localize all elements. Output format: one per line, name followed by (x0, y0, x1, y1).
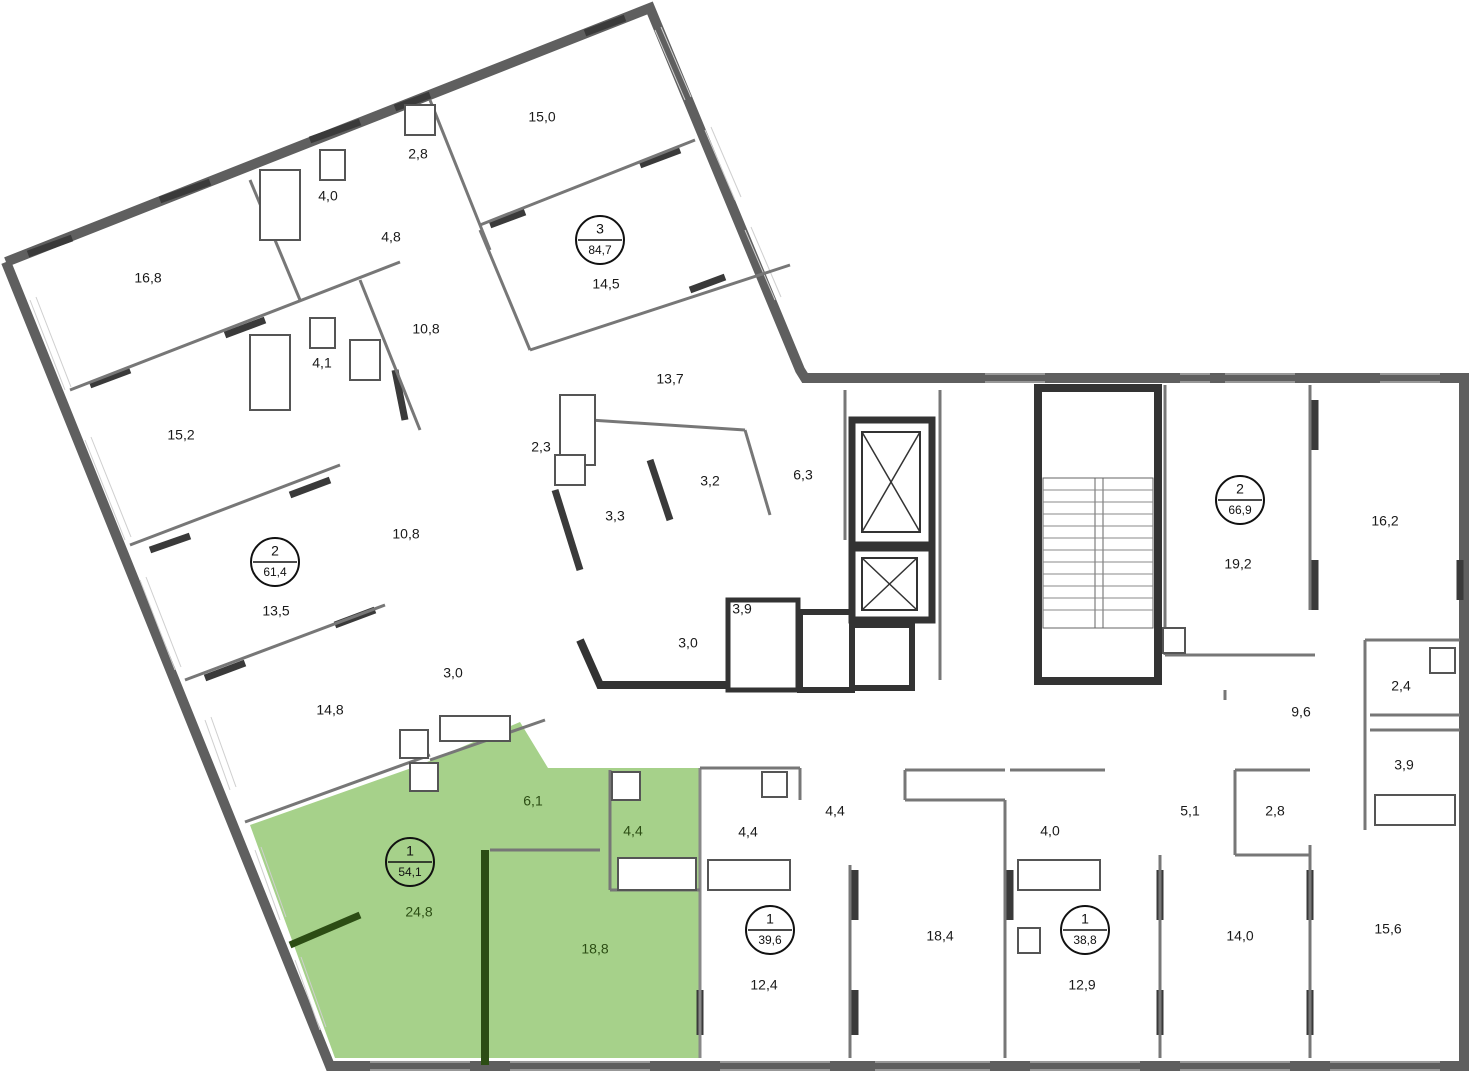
room-area-label: 12,9 (1068, 977, 1095, 993)
room-area-label: 15,2 (167, 427, 194, 443)
apartment-room-count: 3 (596, 221, 604, 237)
bathroom-fixtures (249, 104, 1456, 954)
apartment-room-count: 1 (1081, 911, 1089, 927)
room-area-label: 2,3 (531, 439, 551, 455)
building-core (576, 384, 1162, 693)
room-area-label: 14,0 (1226, 928, 1253, 944)
room-area-label: 10,8 (412, 321, 439, 337)
room-area-label: 3,0 (443, 665, 463, 681)
interior-walls (69, 99, 1460, 1058)
room-area-label: 3,9 (732, 601, 752, 617)
room-area-label: 13,5 (262, 603, 289, 619)
apartment-marker-apt-1-54[interactable]: 154,1 (385, 837, 435, 887)
room-area-label: 10,8 (392, 526, 419, 542)
room-area-label: 4,1 (312, 355, 332, 371)
apartment-total-area: 84,7 (588, 243, 612, 257)
wall-accents (26, 14, 1464, 1065)
apartment-total-area: 61,4 (263, 565, 287, 579)
apartment-marker-apt-2-61[interactable]: 261,4 (250, 537, 300, 587)
room-area-label: 14,5 (592, 276, 619, 292)
room-area-label: 3,0 (678, 635, 698, 651)
room-area-label: 3,9 (1394, 757, 1414, 773)
selected-apartment-fill[interactable] (250, 722, 700, 1058)
room-area-label: 3,2 (700, 473, 720, 489)
room-area-label: 2,8 (408, 146, 428, 162)
room-area-label: 15,6 (1374, 921, 1401, 937)
room-area-label: 18,8 (581, 941, 608, 957)
apartment-marker-apt-1-38[interactable]: 138,8 (1060, 905, 1110, 955)
room-area-label: 13,7 (656, 371, 683, 387)
apartment-room-count: 1 (406, 843, 414, 859)
apartment-room-count: 1 (766, 911, 774, 927)
room-area-label: 24,8 (405, 904, 432, 920)
apartment-marker-apt-1-39[interactable]: 139,6 (745, 905, 795, 955)
apartment-total-area: 66,9 (1228, 503, 1252, 517)
apartment-marker-apt-2-66[interactable]: 266,9 (1215, 475, 1265, 525)
room-area-label: 6,1 (523, 793, 543, 809)
room-area-label: 4,4 (825, 803, 845, 819)
room-area-label: 16,2 (1371, 513, 1398, 529)
apartment-total-area: 39,6 (758, 933, 782, 947)
apartment-marker-circle (385, 837, 435, 887)
room-area-label: 12,4 (750, 977, 777, 993)
room-area-label: 4,0 (1040, 823, 1060, 839)
room-area-label: 5,1 (1180, 803, 1200, 819)
room-area-label: 16,8 (134, 270, 161, 286)
windows (29, 26, 1440, 1071)
room-area-label: 2,4 (1391, 678, 1411, 694)
apartment-marker-apt-3-84[interactable]: 384,7 (575, 215, 625, 265)
room-area-label: 3,3 (605, 508, 625, 524)
room-area-label: 18,4 (926, 928, 953, 944)
room-area-label: 4,4 (623, 823, 643, 839)
room-area-label: 15,0 (528, 109, 555, 125)
apartment-total-area: 38,8 (1073, 933, 1097, 947)
room-area-label: 4,0 (318, 188, 338, 204)
room-area-label: 9,6 (1291, 704, 1311, 720)
room-area-label: 19,2 (1224, 556, 1251, 572)
apartment-room-count: 2 (1236, 481, 1244, 497)
room-area-label: 4,8 (381, 229, 401, 245)
room-area-label: 6,3 (793, 467, 813, 483)
room-area-label: 14,8 (316, 702, 343, 718)
apartment-room-count: 2 (271, 543, 279, 559)
room-area-label: 4,4 (738, 824, 758, 840)
apartment-total-area: 54,1 (398, 865, 422, 879)
room-area-label: 2,8 (1265, 803, 1285, 819)
